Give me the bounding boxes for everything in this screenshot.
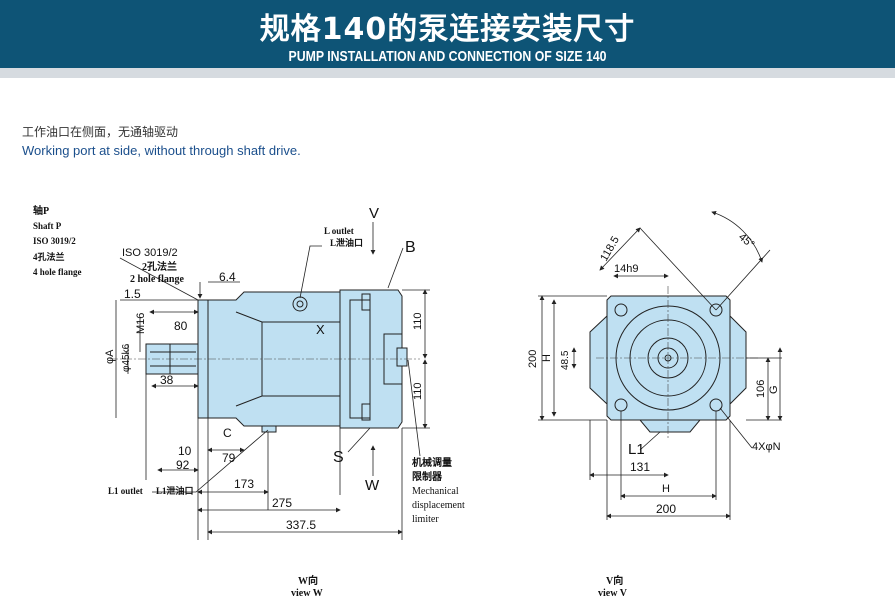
dim-337-5: 337.5 <box>286 518 316 532</box>
l-port-boss <box>292 296 308 312</box>
l-outlet-label-cn: L泄油口 <box>330 237 363 248</box>
mech-limiter-en3: limiter <box>412 514 439 525</box>
mech-limiter-en1: Mechanical <box>412 486 459 497</box>
mech-limiter-cn2: 限制器 <box>412 470 443 483</box>
dim-48-5: 48.5 <box>560 350 571 370</box>
banner-divider <box>0 68 895 78</box>
mech-limiter-en2: displacement <box>412 500 465 511</box>
side-view-dimensions <box>115 222 430 540</box>
dim-phi-a: φA <box>104 349 116 364</box>
front-view-dimensions <box>538 210 783 520</box>
side-view-pump <box>110 289 420 433</box>
view-v-cn: V向 <box>606 574 623 587</box>
arrow-v-label: V <box>369 205 379 222</box>
dim-110-bottom: 110 <box>412 382 424 400</box>
port-note-cn: 工作油口在侧面，无通轴驱动 <box>22 125 179 139</box>
dim-131: 131 <box>630 460 650 474</box>
flange-label-cn: 4孔法兰 <box>33 251 65 262</box>
dim-92: 92 <box>176 458 190 472</box>
port-l1-label: L1 <box>628 441 645 458</box>
dim-c-label: C <box>223 426 232 440</box>
dim-118-5: 118.5 <box>598 234 622 263</box>
dim-m16: M16 <box>135 313 147 334</box>
bolt-hole-tl <box>614 303 628 317</box>
port-b-label: B <box>405 239 416 256</box>
side-view-labels: 轴P Shaft P ISO 3019/2 4孔法兰 4 hole flange… <box>33 204 465 599</box>
page-title-cn: 规格140的泵连接安装尺寸 <box>259 12 636 47</box>
port-x-label: X <box>316 322 325 337</box>
iso-label: ISO 3019/2 <box>122 247 178 259</box>
dim-6-4: 6.4 <box>219 270 236 284</box>
shaft-label-cn: 轴P <box>33 204 49 217</box>
dim-38: 38 <box>160 373 174 387</box>
dim-10: 10 <box>178 444 192 458</box>
view-v-en: view V <box>598 588 628 599</box>
displacement-limiter <box>396 347 408 367</box>
dim-173: 173 <box>234 477 254 491</box>
arrow-w-label: W <box>365 477 380 494</box>
dim-h-horizontal: H <box>662 483 670 495</box>
port-s-label: S <box>333 449 344 466</box>
port-note-en: Working port at side, without through sh… <box>22 143 301 158</box>
l1-outlet-label-cn: L1泄油口 <box>156 485 194 496</box>
dim-g: G <box>768 385 780 394</box>
l-outlet-label: L outlet <box>324 226 354 236</box>
view-w-cn: W向 <box>298 574 318 587</box>
dim-275: 275 <box>272 496 292 510</box>
dim-14h9: 14h9 <box>614 263 638 275</box>
bolt-holes-label: 4XφN <box>752 441 781 453</box>
bolt-hole-bl <box>614 398 628 412</box>
shaft-standard: ISO 3019/2 <box>33 236 76 246</box>
title-banner <box>0 0 895 68</box>
l1-outlet-label: L1 outlet <box>108 486 143 496</box>
dim-1-5: 1.5 <box>124 287 141 301</box>
dim-45-deg: 45° <box>736 231 756 251</box>
dim-80: 80 <box>174 319 188 333</box>
dim-200-vertical: 200 <box>527 350 539 368</box>
mech-limiter-cn: 机械调量 <box>412 456 452 469</box>
dim-h-vertical: H <box>541 354 553 362</box>
bolt-hole-br <box>709 398 723 412</box>
flange-label-en: 4 hole flange <box>33 267 82 277</box>
dim-phi-45k6: φ45k6 <box>121 343 132 372</box>
dim-106: 106 <box>755 380 767 398</box>
page-title-en: PUMP INSTALLATION AND CONNECTION OF SIZE… <box>288 48 607 65</box>
shaft-label-en: Shaft P <box>33 221 62 231</box>
dim-200-horizontal: 200 <box>656 502 676 516</box>
flange2-label-en: 2 hole flange <box>130 274 184 285</box>
flange2-label-cn: 2孔法兰 <box>142 260 177 273</box>
dim-79: 79 <box>222 451 236 465</box>
dim-110-top: 110 <box>412 312 424 330</box>
view-w-en: view W <box>291 588 323 599</box>
front-view-pump <box>589 286 760 440</box>
